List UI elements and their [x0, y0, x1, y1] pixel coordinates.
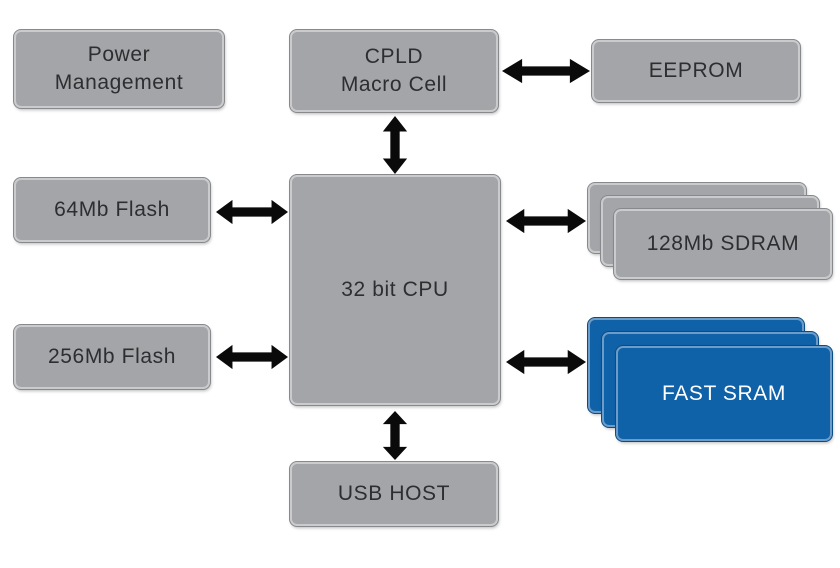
cpu-label: 32 bit CPU: [341, 278, 449, 302]
node-64mb-flash: 64Mb Flash: [14, 178, 210, 242]
node-usb-host: USB HOST: [290, 462, 498, 526]
power-management-label-line1: Power: [87, 43, 151, 67]
node-eeprom: EEPROM: [592, 40, 800, 102]
usb-host-label: USB HOST: [337, 482, 451, 506]
node-256mb-flash: 256Mb Flash: [14, 325, 210, 389]
double-arrow-cpld-cpu: [382, 116, 408, 174]
double-arrow-cpu-sdram: [506, 208, 586, 234]
cpld-label-line1: CPLD: [364, 45, 424, 69]
flash-64-label: 64Mb Flash: [54, 198, 170, 222]
flash-256-label: 256Mb Flash: [48, 345, 176, 369]
fast-sram-label: FAST SRAM: [661, 381, 787, 405]
node-fast-sram: FAST SRAM: [616, 346, 832, 441]
node-128mb-sdram: 128Mb SDRAM: [614, 209, 832, 279]
double-arrow-cpu-usb-host: [382, 411, 408, 460]
node-cpld-macro-cell: CPLD Macro Cell: [290, 30, 498, 112]
node-power-management: Power Management: [14, 30, 224, 108]
double-arrow-cpu-fast-sram: [506, 349, 586, 375]
double-arrow-flash64-cpu: [216, 199, 288, 225]
node-32bit-cpu: 32 bit CPU: [290, 175, 500, 405]
double-arrow-flash256-cpu: [216, 344, 288, 370]
double-arrow-cpld-eeprom: [502, 58, 590, 84]
eeprom-label: EEPROM: [648, 59, 744, 83]
cpld-label-line2: Macro Cell: [340, 73, 448, 96]
power-management-label-line2: Management: [54, 71, 184, 94]
sdram-label: 128Mb SDRAM: [646, 232, 800, 256]
